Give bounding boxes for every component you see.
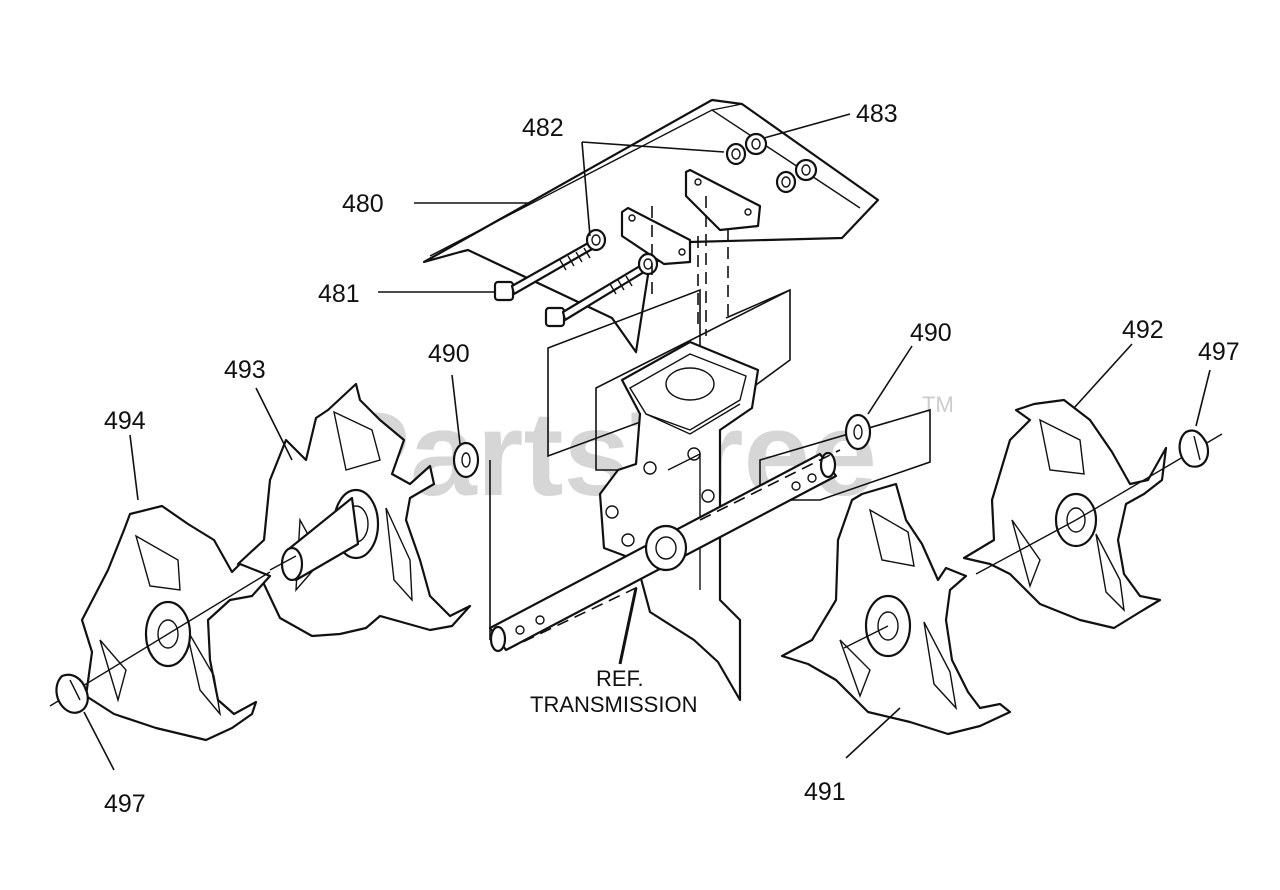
transmission-housing[interactable]: [598, 340, 760, 702]
tine-assembly-491[interactable]: [780, 482, 1012, 736]
callout-490-right: 490: [910, 319, 952, 347]
clevis-pin-left[interactable]: [55, 673, 89, 714]
tine-assembly-492[interactable]: [962, 398, 1223, 630]
leader-lines: [83, 113, 1211, 771]
thrust-washer-left[interactable]: [452, 441, 480, 479]
reference-transmission-label: REF. TRANSMISSION: [530, 666, 697, 717]
clevis-pin-right[interactable]: [1178, 429, 1210, 468]
reference-line-2: TRANSMISSION: [530, 692, 697, 717]
reference-line-1: REF.: [596, 666, 644, 691]
callout-494: 494: [104, 407, 146, 435]
callout-491: 491: [804, 778, 846, 806]
assembly-dash-lines: [651, 196, 729, 336]
callout-481: 481: [318, 280, 360, 308]
callout-493: 493: [224, 356, 266, 384]
lock-washers: [585, 142, 797, 276]
callout-497-right: 497: [1198, 338, 1240, 366]
thrust-washer-right[interactable]: [844, 413, 872, 451]
callout-490-left: 490: [428, 340, 470, 368]
callout-labels: 480 481 482 483 490 490 491 492 493 494 …: [104, 100, 1240, 818]
tine-assembly-494[interactable]: [49, 504, 272, 742]
callout-483: 483: [856, 100, 898, 128]
callout-480: 480: [342, 190, 384, 218]
callout-492: 492: [1122, 316, 1164, 344]
callout-482: 482: [522, 114, 564, 142]
hex-nuts: [744, 132, 818, 182]
tine-assembly-493[interactable]: [236, 382, 472, 638]
callout-497-left: 497: [104, 790, 146, 818]
watermark-trademark: TM: [922, 392, 954, 417]
shield-brackets: [620, 168, 762, 266]
tine-shaft: [488, 449, 841, 653]
